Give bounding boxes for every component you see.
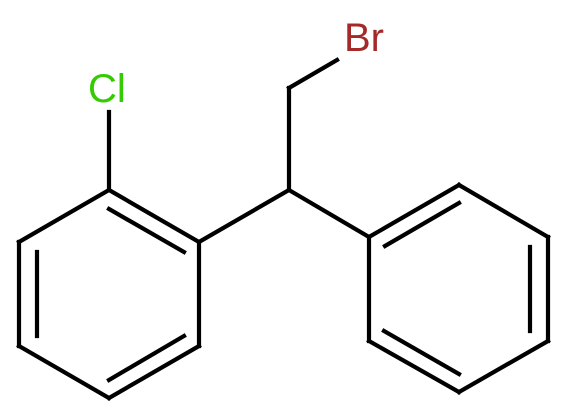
bond-ringA-1	[106, 187, 202, 245]
bond-ringA-3	[106, 343, 202, 401]
bond-ringB-2	[456, 182, 551, 240]
bond-ch2-br	[286, 57, 340, 91]
bond-ringA-3-inner	[106, 333, 187, 383]
bond-ringB-1-inner	[382, 200, 462, 249]
bond-ringB-5	[366, 338, 462, 395]
atom-label-br: Br	[344, 16, 384, 60]
bond-ch-ringB	[286, 187, 372, 240]
bonds	[16, 57, 551, 401]
bond-ringA-ch	[196, 187, 292, 245]
bond-ringA-4	[16, 343, 112, 401]
atom-labels: Cl Br	[88, 16, 384, 111]
bond-ringB-4	[456, 338, 551, 395]
bond-ringA-1-inner	[106, 206, 187, 255]
bond-ringA-6	[16, 187, 112, 245]
atom-label-cl: Cl	[88, 67, 126, 111]
bond-ringB-5-inner	[381, 328, 462, 377]
bond-ringB-1	[366, 182, 462, 240]
